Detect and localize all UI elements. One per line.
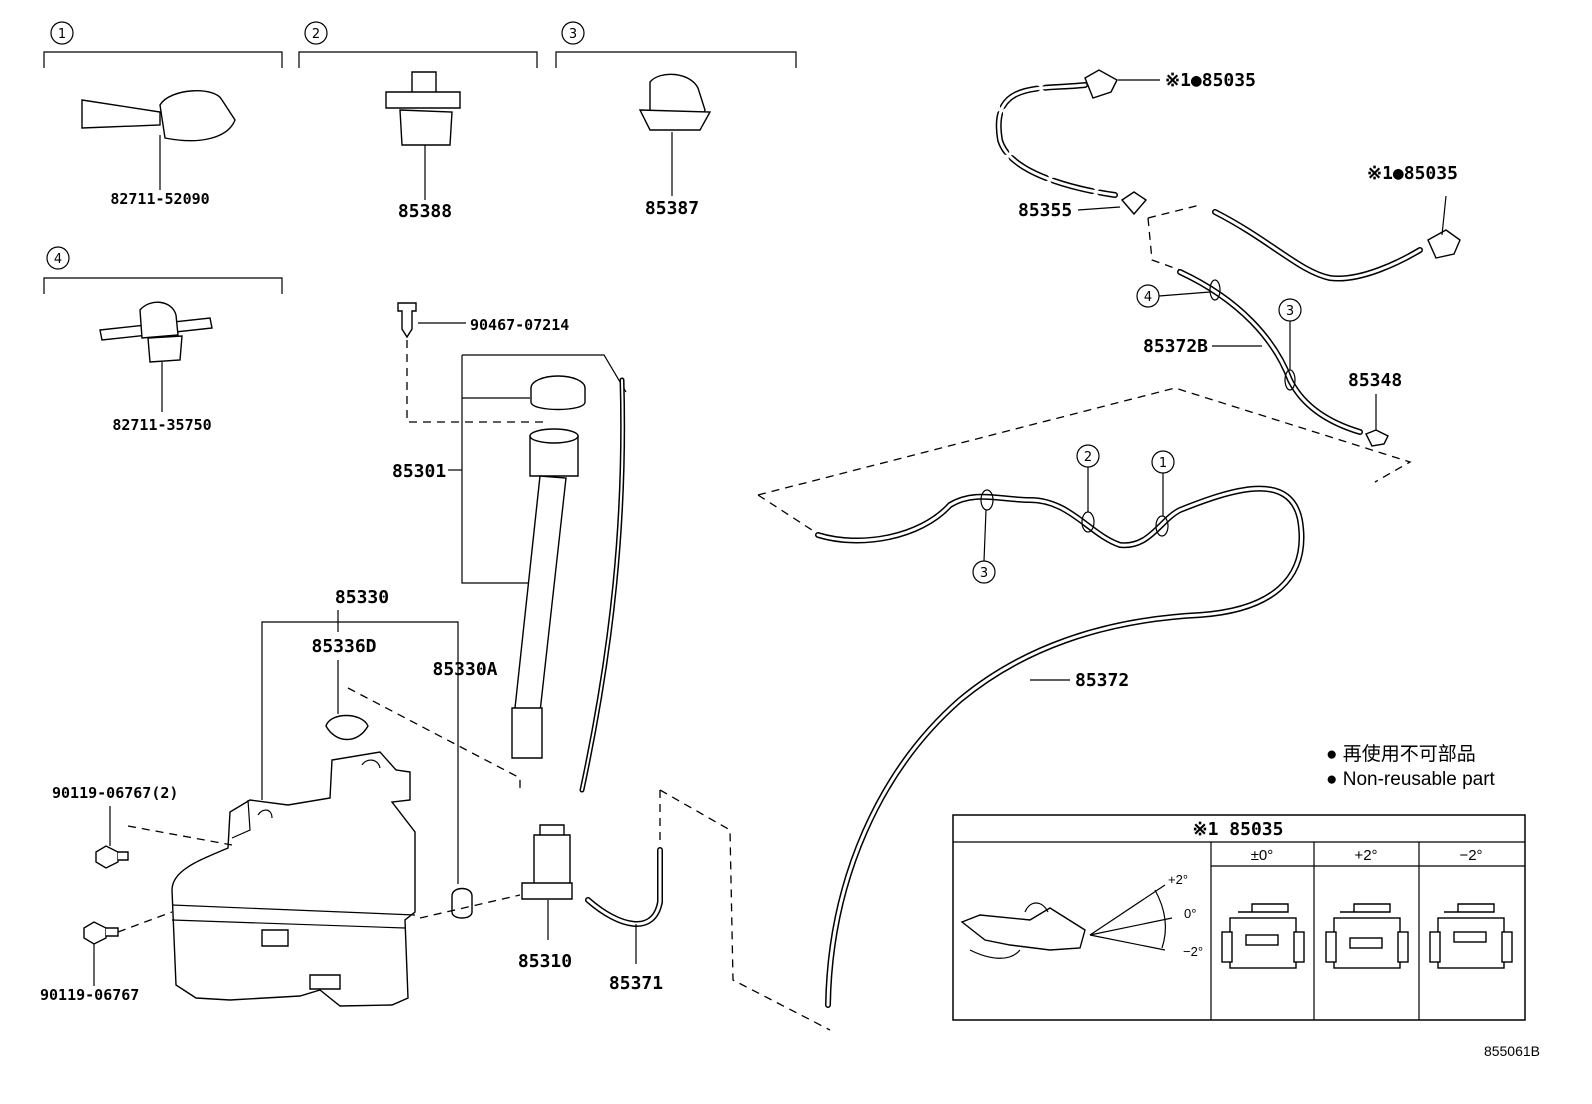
check-valve: 85348 — [1348, 370, 1402, 447]
check-valve-part-number: 85348 — [1348, 370, 1402, 391]
nozzle-front-minus — [1429, 903, 1513, 969]
joint-85355: 85355 — [1018, 191, 1201, 271]
hose-callout-2: 2 — [1084, 450, 1092, 465]
clip-part-number: 90467-07214 — [470, 316, 569, 334]
bolt-upper: 90119-06767(2) — [52, 784, 233, 869]
tank-assembly: 85330 85336D 85330A — [171, 587, 521, 1007]
group-1-number: 1 — [58, 27, 66, 42]
filler-inlet: 85301 — [392, 354, 627, 793]
hose-85372: 2 1 3 85372 — [815, 444, 1305, 1008]
legend: ● 再使用不可部品 ● Non-reusable part — [1326, 743, 1496, 790]
nozzle-hose-top: ※1●85035 — [995, 69, 1256, 198]
clip-90467: 90467-07214 — [397, 302, 569, 423]
group-1: 1 82711-52090 — [43, 21, 283, 208]
grommet-part-number: 85336D — [311, 636, 376, 657]
group-4-number: 4 — [54, 252, 62, 267]
table-title: ※1 85035 — [1193, 819, 1284, 840]
hose-85372b: 4 3 85372B — [1136, 269, 1363, 435]
group-3-part-number: 85387 — [645, 198, 699, 219]
nozzle-front-plus — [1325, 903, 1409, 969]
hose-b-part-number: 85372B — [1143, 336, 1208, 357]
inlet-part-number: 85301 — [392, 461, 446, 482]
group-1-part-number: 82711-52090 — [110, 190, 209, 208]
legend-english: ● Non-reusable part — [1326, 769, 1496, 790]
group-3: 3 85387 — [555, 21, 797, 219]
group-4-part-number: 82711-35750 — [112, 416, 211, 434]
angle-plus-label: +2° — [1168, 872, 1188, 887]
joint-part-number: 85355 — [1018, 200, 1072, 221]
bolt-lower: 90119-06767 — [40, 911, 173, 1004]
hose-callout-1: 1 — [1159, 456, 1167, 471]
nozzle-front-zero — [1221, 903, 1305, 969]
pump-part-number: 85310 — [518, 951, 572, 972]
table-col-minus: −2° — [1459, 847, 1482, 864]
angle-minus-label: −2° — [1183, 944, 1203, 959]
pump-hose-part-number: 85371 — [609, 973, 663, 994]
group-2-number: 2 — [312, 27, 320, 42]
hose-main-part-number: 85372 — [1075, 670, 1129, 691]
group-3-number: 3 — [569, 27, 577, 42]
angle-zero-label: 0° — [1184, 906, 1196, 921]
table-col-zero: ±0° — [1251, 847, 1274, 864]
group-2-part-number: 85388 — [398, 201, 452, 222]
hose-b-callout-right: 3 — [1286, 304, 1294, 319]
nozzle-angle-table: ※1 85035 ±0° +2° −2° +2° 0° −2° — [952, 814, 1526, 1021]
group-4: 4 82711-35750 — [43, 246, 283, 434]
hose-b-callout-left: 4 — [1144, 290, 1152, 305]
bolt-a-part-number: 90119-06767(2) — [52, 784, 178, 802]
nozzle-right-part-number: ※1●85035 — [1367, 163, 1458, 184]
hose-callout-3: 3 — [980, 566, 988, 581]
tank-part-number: 85330A — [432, 659, 497, 680]
pump-hose: 85371 — [585, 789, 831, 1031]
nozzle-top-part-number: ※1●85035 — [1165, 70, 1256, 91]
diagram-code: 855061B — [1484, 1043, 1540, 1059]
tank-assy-part-number: 85330 — [335, 587, 389, 608]
bolt-b-part-number: 90119-06767 — [40, 986, 139, 1004]
table-col-plus: +2° — [1354, 847, 1377, 864]
group-2: 2 85388 — [298, 21, 538, 222]
nozzle-hose-right: ※1●85035 — [1212, 163, 1461, 282]
washer-pump: 85310 — [419, 824, 573, 972]
legend-japanese: ● 再使用不可部品 — [1326, 743, 1476, 765]
